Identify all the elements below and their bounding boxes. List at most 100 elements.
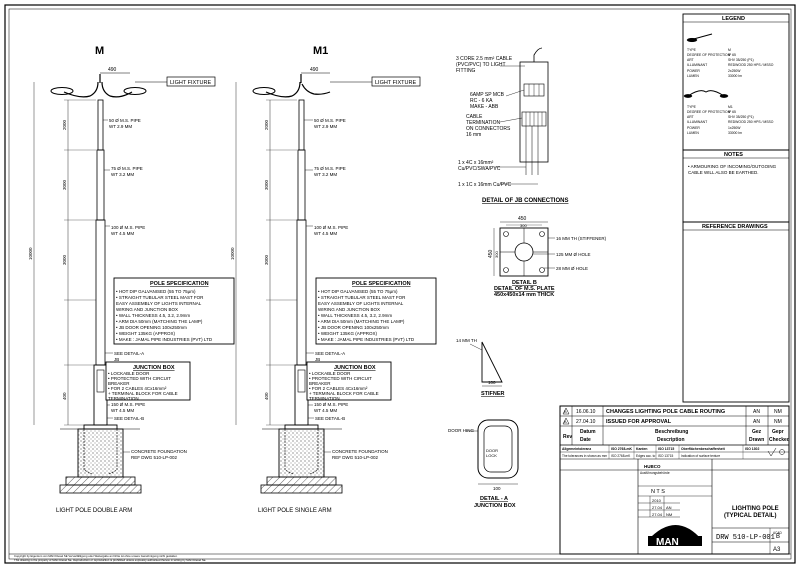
detail-b-subtitle: DETAIL OF M.S. PLATE bbox=[494, 286, 555, 292]
light-fixture-label: LIGHT FIXTURE bbox=[375, 80, 416, 86]
stiffener-shape bbox=[481, 341, 503, 383]
lamp-left bbox=[50, 87, 74, 95]
junction-box-spec bbox=[105, 361, 191, 401]
reference-drawings-box bbox=[682, 221, 790, 403]
incoming-cable: 1 x 4C x 16mm² bbox=[458, 160, 494, 166]
pipe-section-150 bbox=[294, 364, 309, 426]
jb-line: + TERMINAL BLOCK FOR CABLE bbox=[108, 391, 178, 396]
junction-box-door bbox=[297, 369, 306, 393]
drawing-number: DRW 510-LP-001 bbox=[716, 534, 775, 542]
notes-box bbox=[682, 149, 790, 223]
junction-box-title: JUNCTION BOX bbox=[334, 365, 376, 371]
jb-line: + TERMINAL BLOCK FOR CABLE bbox=[309, 391, 379, 396]
jb-line: BREAKER bbox=[309, 381, 331, 386]
date: 27.04 bbox=[652, 505, 663, 510]
mcb-note: 6AMP SP MCB bbox=[470, 92, 505, 98]
see-detail-b: SEE DETAIL-B bbox=[315, 416, 345, 421]
svg-text:MAN: MAN bbox=[656, 537, 679, 548]
pipe-wt: WT 4.5 MM bbox=[314, 408, 337, 413]
spec-line: • HOT DIP GALVANISED (55 TO 75μm) bbox=[318, 289, 398, 294]
sheet-size: A3 bbox=[773, 547, 781, 553]
notes-line: • ARMOURING OF INCOMING/OUTGOING bbox=[688, 164, 777, 169]
footer-line: Copyright by Eigentum von MAN Diesel SE … bbox=[14, 554, 178, 558]
dim-2000: 2000 bbox=[264, 119, 269, 130]
mcb-note: MAKE - ABB bbox=[470, 104, 499, 110]
plate-note: 28 MM Ø HOLE bbox=[556, 266, 588, 271]
hdr-checked: Checked bbox=[769, 437, 790, 443]
pipe-label: 75 Ø M.S. PIPE bbox=[314, 166, 346, 171]
rev-checked: NM bbox=[774, 409, 782, 415]
svg-text:ISO 13715: ISO 13715 bbox=[658, 454, 673, 458]
pipe-wt: WT 4.5 MM bbox=[111, 408, 134, 413]
svg-text:TYPE: TYPE bbox=[687, 105, 697, 109]
terminal-note: TERMINATION bbox=[466, 120, 500, 126]
spec-line: • STRAIGHT TUBULAR STEEL MAST FOR bbox=[318, 295, 406, 300]
pipe-label: 50 Ø M.S. PIPE bbox=[109, 118, 141, 123]
pipe-label: 50 Ø M.S. PIPE bbox=[314, 118, 346, 123]
hdr-drawn: Drawn bbox=[749, 437, 764, 443]
plate-note: 16 MM TH (STIFFENER) bbox=[556, 236, 607, 241]
svg-text:ART: ART bbox=[687, 58, 694, 62]
pole-specification-title: POLE SPECIFICATION bbox=[352, 281, 411, 287]
stiffener-detail: 14 MM TH 100 STIFNER bbox=[456, 338, 505, 397]
svg-text:Edges acc. to: Edges acc. to bbox=[636, 454, 656, 458]
hdr-date: Date bbox=[580, 437, 591, 443]
pipe-wt: WT 2.9 MM bbox=[109, 124, 132, 129]
pipe-section-50 bbox=[97, 99, 104, 151]
rev-drawn: AN bbox=[753, 419, 760, 425]
light-fixture-label-box bbox=[166, 76, 216, 87]
pipe-section-50 bbox=[298, 99, 305, 151]
svg-text:REDWOOD 250 HPS / MSSO: REDWOOD 250 HPS / MSSO bbox=[728, 63, 774, 67]
svg-text:ART: ART bbox=[687, 115, 694, 119]
svg-text:POWER: POWER bbox=[687, 126, 700, 130]
pipe-section-100 bbox=[95, 219, 106, 366]
svg-text:ISO 1302: ISO 1302 bbox=[745, 447, 759, 451]
see-detail-a: SEE DETAIL-A bbox=[114, 351, 144, 356]
svg-text:33000 lm: 33000 lm bbox=[728, 74, 742, 78]
pole-specification-box bbox=[113, 277, 235, 345]
drawing-title: LIGHTING POLE bbox=[732, 506, 779, 512]
pipe-section-75 bbox=[96, 149, 105, 221]
detail-a-title: DETAIL - A bbox=[480, 496, 508, 502]
terminal-note: 16 mm bbox=[466, 132, 481, 138]
pipe-wt: WT 4.5 MM bbox=[111, 231, 134, 236]
arm-left bbox=[63, 81, 99, 98]
incoming-cable: Cu/PVC/SWA/PVC bbox=[458, 166, 501, 172]
jb-line: • FOR 2 CABLES 4Cx16mm² bbox=[309, 386, 368, 391]
svg-text:TYPE: TYPE bbox=[687, 48, 697, 52]
elevation-m-heading: M bbox=[95, 45, 104, 57]
terminal-note: ON CONNECTORS bbox=[466, 126, 511, 132]
spec-line: • JB DOOR OPENING 100x250mm bbox=[318, 325, 389, 330]
pole-specification-title: POLE SPECIFICATION bbox=[150, 281, 209, 287]
bolt-hole bbox=[539, 267, 545, 273]
bolt-hole bbox=[539, 231, 545, 237]
foundation-footing bbox=[59, 484, 142, 494]
base-plate bbox=[83, 424, 118, 430]
door-hinge-label: DOOR HING bbox=[448, 428, 475, 433]
jb-connections-detail: 3 CORE 2.5 mm² CABLE (PVC/PVC) TO LIGHT … bbox=[456, 47, 568, 204]
pipe-wt: WT 3.2 MM bbox=[314, 172, 337, 177]
plate-dim: 450 bbox=[518, 216, 527, 222]
svg-text:Kanten: Kanten bbox=[636, 447, 648, 451]
svg-text:SHV 35/250 (P1): SHV 35/250 (P1) bbox=[728, 58, 754, 62]
jb-width-dim: 100 bbox=[493, 486, 501, 491]
cable-note: 3 CORE 2.5 mm² CABLE bbox=[456, 56, 513, 62]
detail-a-subtitle: JUNCTION BOX bbox=[474, 503, 516, 509]
arm-width-dim: 490 bbox=[108, 67, 117, 73]
svg-text:REDWOOD 250 HPS / MSSO: REDWOOD 250 HPS / MSSO bbox=[728, 120, 774, 124]
dim-400: 400 bbox=[62, 392, 67, 400]
detail-a: DOOR HING DOOR LOCK 100 DETAIL - A JUNCT… bbox=[448, 419, 519, 509]
lamp-symbol bbox=[719, 94, 729, 98]
detail-b: 450 300 450 300 16 MM TH (STIFFENER) 125… bbox=[488, 216, 607, 298]
pipe-wt: WT 2.9 MM bbox=[314, 124, 337, 129]
spec-line: • WALL THICKNESS 4.5, 3.2, 2.9mm bbox=[116, 313, 190, 318]
spec-line: • MAKE : JAMAL PIPE INDUSTRIES (PVT) LTD bbox=[116, 337, 213, 342]
dim-400: 400 bbox=[264, 392, 269, 400]
svg-text:33000 lm: 33000 lm bbox=[728, 131, 742, 135]
jb-door-outer bbox=[477, 419, 519, 479]
rev-desc: ISSUED FOR APPROVAL bbox=[606, 419, 672, 425]
detail-b-size: 450x450x14 mm THICK bbox=[494, 292, 554, 298]
jb-line: • LOCKABLE DOOR bbox=[108, 371, 150, 376]
dim-10000: 10000 bbox=[28, 247, 33, 260]
